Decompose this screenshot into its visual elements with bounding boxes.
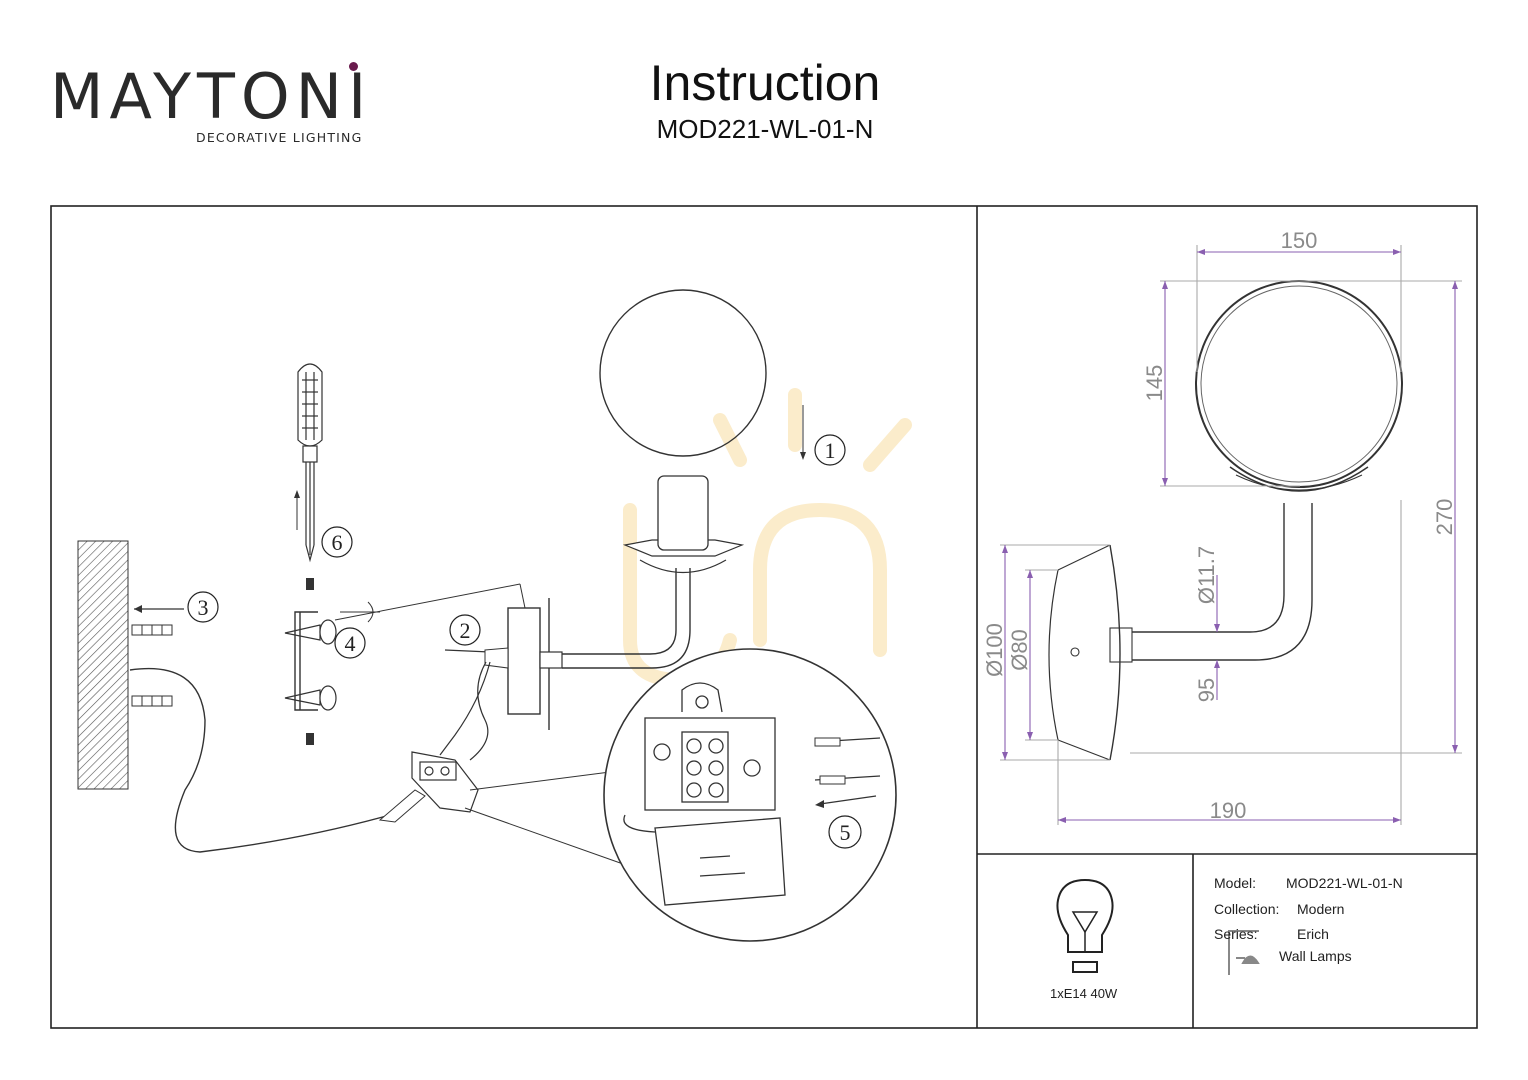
terminal-block-icon xyxy=(411,751,479,813)
dim-arm-label: 95 xyxy=(1194,678,1219,702)
step-4-label: 4 xyxy=(345,631,356,656)
dim-globe-height-label: 145 xyxy=(1142,365,1167,402)
outer-frame xyxy=(50,205,1478,1029)
arrow-step-5 xyxy=(819,795,877,805)
dimension-labels: 150 145 270 Ø11.7 Ø100 Ø80 95 190 xyxy=(982,228,1457,823)
screwdriver-icon xyxy=(297,363,323,563)
screw-top-icon xyxy=(306,578,314,590)
wall-plug-top xyxy=(131,624,173,636)
lamp-socket xyxy=(657,475,709,551)
spec-collection-label: Collection: xyxy=(1214,901,1280,917)
dim-base-inner-label: Ø80 xyxy=(1007,629,1032,671)
terminal-detail xyxy=(623,682,786,906)
bulb-spec: 1xE14 40W xyxy=(1050,986,1118,1001)
step-3-label: 3 xyxy=(198,595,209,620)
wall-section xyxy=(77,540,129,790)
step-1-label: 1 xyxy=(825,438,836,463)
dim-tube-label: Ø11.7 xyxy=(1194,546,1219,604)
screw-bottom-icon xyxy=(306,733,314,745)
bulb-icon xyxy=(1056,878,1114,973)
wall-lamp-type-icon xyxy=(1228,930,1260,975)
bracket-screw-top-icon xyxy=(284,619,337,645)
spec-type-value: Wall Lamps xyxy=(1279,948,1352,964)
bracket-screw-bottom-icon xyxy=(284,685,337,711)
lamp-arm xyxy=(562,568,691,669)
dimension-arrowheads xyxy=(1002,249,1458,823)
brand-name: MAYTONI xyxy=(50,60,373,133)
glass-globe xyxy=(599,289,767,457)
dimension-drawing xyxy=(1000,245,1462,825)
dim-depth-label: 190 xyxy=(1210,798,1247,823)
arrow-step-2 xyxy=(444,649,491,653)
spec-model-label: Model: xyxy=(1214,875,1257,891)
dim-base-label: Ø100 xyxy=(982,623,1007,677)
dim-width-label: 150 xyxy=(1281,228,1318,253)
spec-series-label: Series: xyxy=(1214,926,1258,942)
wall-plug-bottom xyxy=(131,695,173,707)
brand-logo: MAYTONI xyxy=(50,66,372,128)
supply-cable xyxy=(129,667,391,853)
model-code: MOD221-WL-01-N xyxy=(656,114,874,144)
spec-series-value: Erich xyxy=(1297,926,1329,942)
page-title: Instruction xyxy=(649,55,881,111)
step-5-label: 5 xyxy=(840,820,851,845)
spec-model-value: MOD221-WL-01-N xyxy=(1286,875,1403,891)
spec-collection-value: Modern xyxy=(1297,901,1345,917)
step-markers: 1 2 3 4 5 6 xyxy=(187,434,862,849)
mounting-bracket xyxy=(294,611,318,711)
step-2-label: 2 xyxy=(460,618,471,643)
dim-total-height-label: 270 xyxy=(1432,499,1457,536)
step-6-label: 6 xyxy=(332,530,343,555)
brand-tagline: DECORATIVE LIGHTING xyxy=(196,130,363,145)
lamp-base-plate xyxy=(507,607,541,715)
brand-accent-dot xyxy=(349,62,358,71)
